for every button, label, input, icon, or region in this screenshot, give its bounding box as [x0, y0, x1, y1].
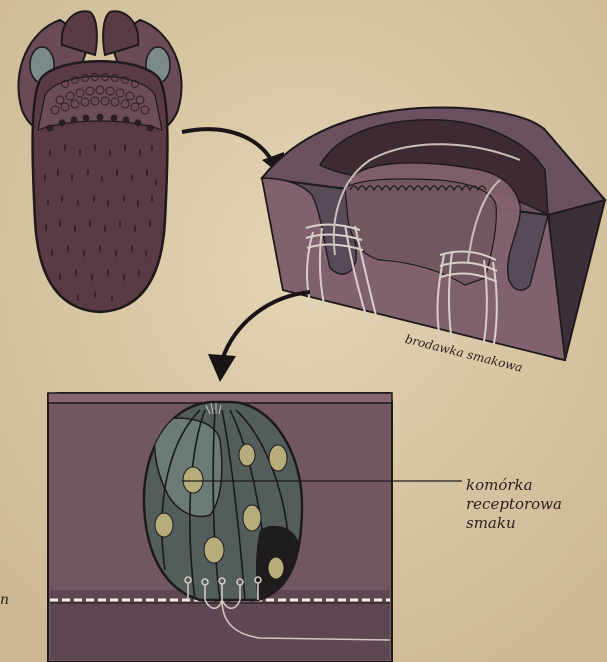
receptor-label-line-2: receptorowa: [466, 495, 596, 514]
receptor-label-line-1: komórka: [466, 476, 596, 495]
receptor-cell-label: komórka receptorowa smaku: [466, 476, 596, 533]
receptor-label-line-3: smaku: [466, 514, 596, 533]
edge-text-fragment: n: [0, 592, 9, 608]
